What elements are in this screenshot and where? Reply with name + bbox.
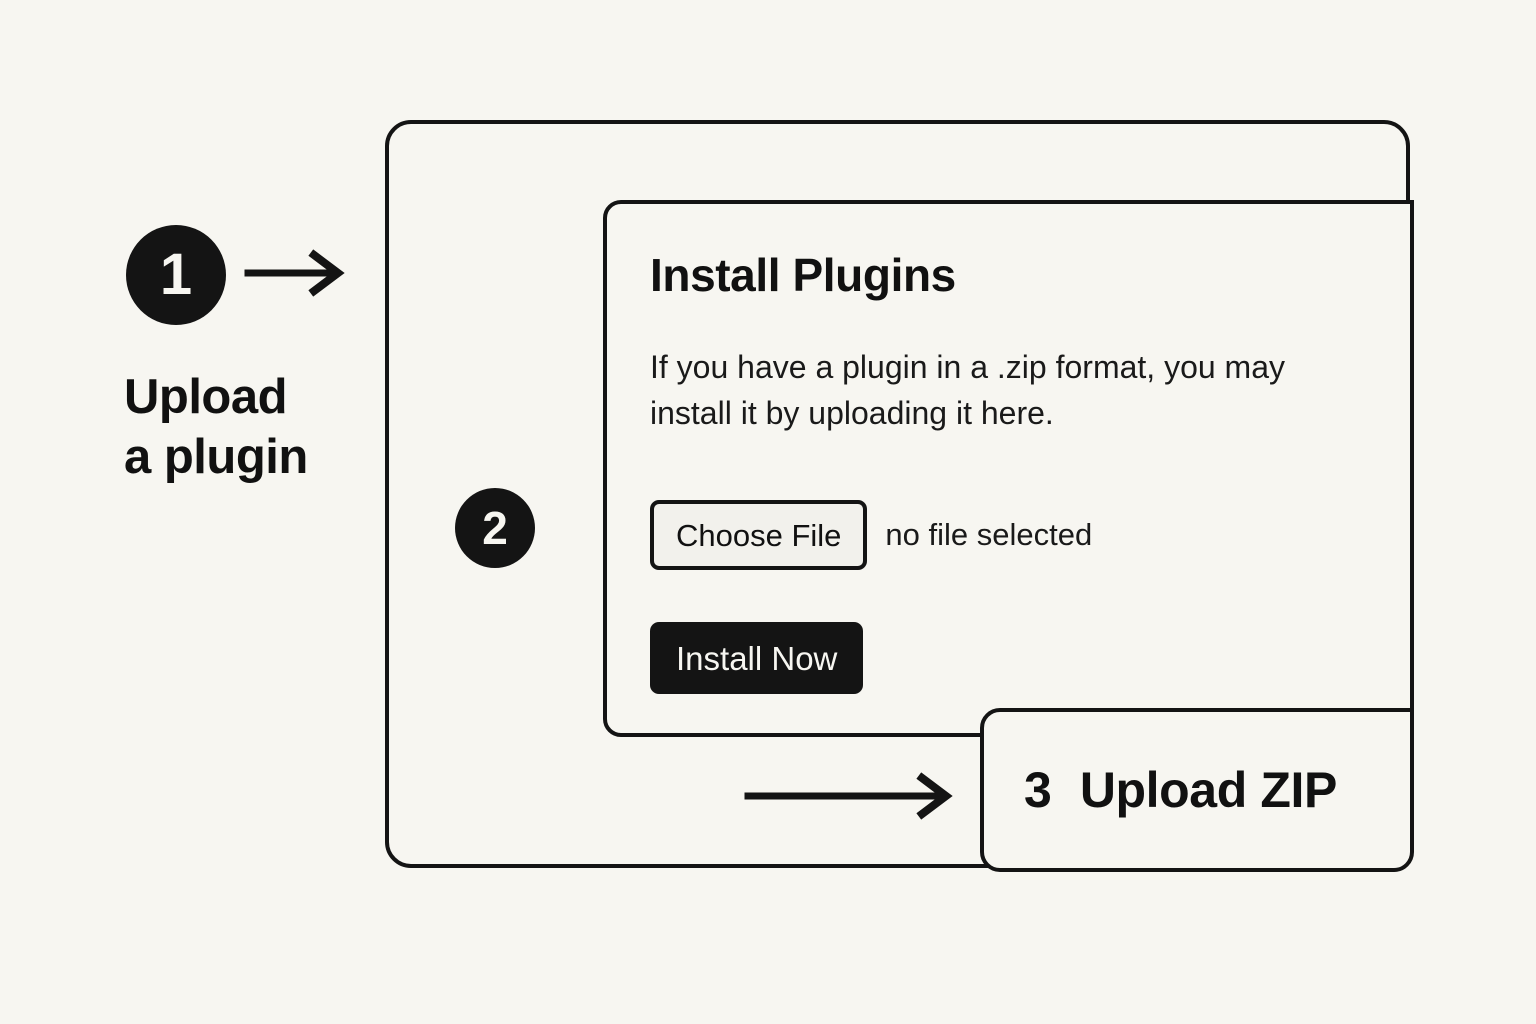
upload-zip-callout: 3 Upload ZIP: [980, 708, 1414, 872]
upload-zip-label: Upload ZIP: [1079, 762, 1338, 818]
file-selection-status: no file selected: [885, 517, 1093, 552]
step-badge-2: 2: [455, 488, 535, 568]
install-plugins-dialog: Install Plugins If you have a plugin in …: [603, 200, 1414, 737]
dialog-body: Install Plugins If you have a plugin in …: [650, 204, 1410, 733]
dialog-description: If you have a plugin in a .zip format, y…: [650, 349, 1285, 432]
arrow-right-icon-2: [744, 772, 953, 820]
choose-file-button[interactable]: Choose File: [650, 500, 868, 570]
step-badge-1: 1: [126, 225, 226, 325]
arrow-right-icon-1: [244, 249, 345, 297]
step-1-caption: Upload a plugin: [124, 368, 424, 488]
caption-line-2: a plugin: [124, 429, 308, 484]
dialog-title: Install Plugins: [650, 249, 956, 301]
caption-line-1: Upload: [124, 370, 288, 424]
file-picker-row: Choose File no file selected: [650, 500, 1092, 570]
step-badge-3: 3: [1024, 762, 1052, 818]
install-now-button[interactable]: Install Now: [650, 622, 864, 694]
